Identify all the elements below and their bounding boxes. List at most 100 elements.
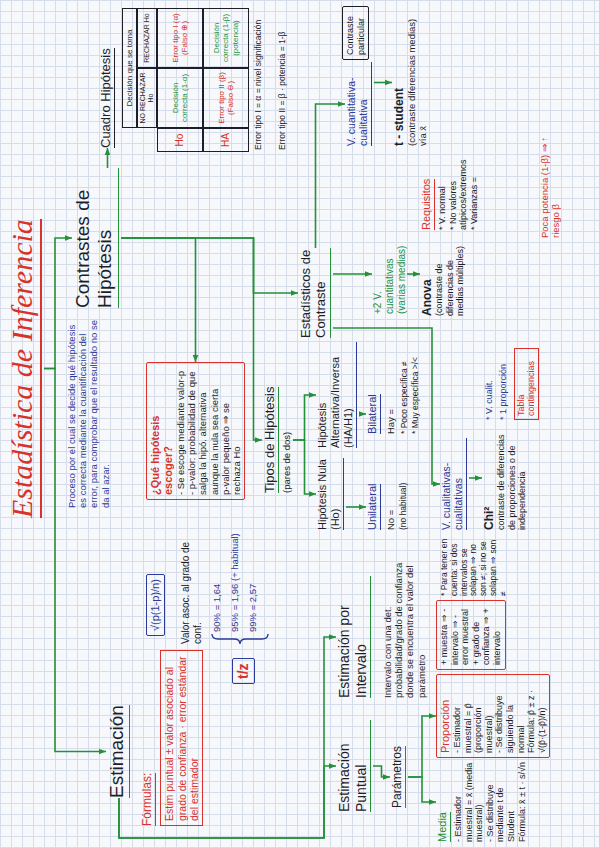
node-heading: Estimación Puntual <box>336 720 371 812</box>
node-heading: Proporción <box>439 679 452 753</box>
node-heading: Estimación <box>106 705 130 798</box>
table-cell: Error tipo II (β) (Falso ⊖) <box>203 68 249 128</box>
question-box: ¿Qué hipótesis escoger?- Se escoge media… <box>146 362 245 500</box>
node-text: + grado de confianza ⇒ + intervalo <box>471 605 503 665</box>
node-heading: Fórmulas: <box>140 773 156 826</box>
connector-arrow <box>119 637 336 838</box>
node-heading: Estadística de Inferencia <box>4 219 42 518</box>
note-label: Error tipo II = β · potencia = 1-β <box>278 32 288 150</box>
confidence-value: 90% = 1,64 <box>212 584 223 632</box>
note-label: * V. cualit. <box>484 380 494 420</box>
node-heading: Hipótesis Nula (Ho) <box>316 458 344 530</box>
node-text: p-valor pequeño ⇒ se rechaza Ho <box>220 367 242 495</box>
table-cell: NO RECHAZAR Ho <box>137 68 157 128</box>
formula-box: Fórmulas:Estim puntual ± valor asociado … <box>140 650 203 826</box>
test-node: Anova(contraste de diferencias de medias… <box>420 232 466 316</box>
table-cell: Ho <box>157 128 203 152</box>
node-text: * V. normal <box>437 150 448 230</box>
test-type: Unilateral <box>366 484 383 530</box>
note-label: No = <box>386 510 397 530</box>
node-heading: Proceso por el cual se decide qué hipóte… <box>66 316 111 508</box>
note-box: + muestra ⇒ - intervalo ⇒ - error muestr… <box>436 600 506 670</box>
connector-arrow <box>408 716 436 777</box>
node-heading: Contraste particular <box>345 11 366 55</box>
connector-arrow <box>293 440 316 494</box>
connector-arrow <box>119 766 336 838</box>
note-label: Hay = <box>386 409 397 434</box>
main-title: Estadística de Inferencia <box>4 219 44 518</box>
connector-arrow <box>346 506 366 508</box>
note-label: Tabla contingencias <box>514 348 539 420</box>
topic-heading: Estimación por Intervalo <box>336 576 373 698</box>
connector-arrow <box>333 328 440 484</box>
confidence-value: 95% = 1,96 (+ habitual) <box>230 533 241 632</box>
note-text: Valor asoc. al grado de conf. <box>180 532 204 644</box>
table-cell: Decisión correcta (1-α) <box>157 68 203 128</box>
note-box: Contraste particular <box>342 6 369 60</box>
table-cell: HA <box>203 128 249 152</box>
variable-type: +2 V. cuantitativas (varias medias) <box>372 234 407 314</box>
connector-arrow <box>121 238 298 293</box>
connector-arrow <box>359 413 366 415</box>
node-heading: Bilateral <box>366 394 381 434</box>
connector-arrow <box>121 238 196 362</box>
note-label: * Muy específica >/< <box>411 357 421 434</box>
node-text: Fórmula: p̂ ± z · √(p̂·(1-p̂)/n) <box>526 679 547 753</box>
variable-type: V. cualitativas-cualitativas <box>440 438 469 530</box>
node-text: - p-valor: probabilidad de que salga la … <box>186 367 220 495</box>
requirements-list: Requisitos* V. normal* No valores atípic… <box>420 150 479 230</box>
variable-type: V. cuantitativa-cualitativa <box>345 62 374 146</box>
node-heading: V. cualitativas-cualitativas <box>440 438 467 530</box>
node-heading: Hipótesis Alternativa/Inversa (HA/H1) <box>316 342 357 448</box>
brace <box>212 634 268 644</box>
node-heading: t - student <box>392 19 406 146</box>
connector-arrow <box>407 273 420 275</box>
node-text: - Se distribuye mediante t de Student <box>485 762 517 842</box>
node-text: - Estimador muestral = p̂ (proporción mu… <box>452 679 494 753</box>
connector-arrow <box>373 766 390 777</box>
node-text: - Se distribuye siguiendo la normal <box>494 679 526 753</box>
node-heading: Requisitos <box>420 179 435 230</box>
node-heading: Anova <box>420 232 434 316</box>
node-text: Estim puntual ± valor asociado al grado … <box>160 650 203 826</box>
formula-box: √(p(1-p)/n) <box>146 574 165 636</box>
table-heading: Cuadro Hipótesis <box>98 48 117 148</box>
node-heading: +2 V. cuantitativas (varias medias) <box>372 234 407 314</box>
node-text: contraste de diferencias de proporciones… <box>496 426 528 530</box>
node-heading: √(p(1-p)/n) <box>149 579 162 631</box>
note-label: Poca potencia (1-β) ⇒ ↑ riesgo β <box>540 118 562 238</box>
node-heading: Estimación por Intervalo <box>336 576 371 698</box>
node-text: Fórmula: x̄ ± t · s/√n <box>517 762 528 842</box>
topic-heading: Tipos de Hipótesis(pares de dos) <box>262 387 293 493</box>
table-cell: Error tipo I (α) (Falso ⊕) <box>157 8 203 68</box>
node-heading: Contrastes de Hipótesis <box>72 168 119 308</box>
node-text: (pares de dos) <box>281 387 292 493</box>
branch-heading: Contrastes de Hipótesis <box>72 168 121 308</box>
table-cell: Decisión correcta (1-β) (potencia) <box>203 8 249 68</box>
node-heading: t/z <box>235 663 252 679</box>
parameter-box: Media- Estimador muestral = x̄ (media mu… <box>436 762 527 842</box>
test-node: Chi²contraste de diferencias de proporci… <box>482 426 528 530</box>
node-heading: Tipos de Hipótesis <box>262 387 279 493</box>
hypothesis-node: Hipótesis Alternativa/Inversa (HA/H1) <box>316 342 359 448</box>
definition-text: Proceso por el cual se decide qué hipóte… <box>66 316 111 508</box>
note-label: * 1 proporción <box>498 364 508 420</box>
node-heading: Cuadro Hipótesis <box>98 48 115 148</box>
note-label: Error tipo I = α = nivel significación <box>254 20 264 150</box>
definition-text: Intervalo con una det. probabilidad/grad… <box>382 560 427 698</box>
test-type: Bilateral <box>366 394 383 434</box>
test-node: t - student(contraste diferencias medias… <box>392 19 429 146</box>
node-text: - Se escoge mediante valor-p <box>175 367 186 495</box>
node-heading: Estadísticos de Contraste <box>298 248 331 338</box>
node-heading: V. cuantitativa-cualitativa <box>345 62 372 146</box>
confidence-value: 99% = 2,57 <box>248 584 259 632</box>
table-cell: Decisión que se toma <box>122 8 137 128</box>
node-heading: Intervalo con una det. probabilidad/grad… <box>382 560 427 698</box>
node-text: vía x̄ <box>417 19 428 146</box>
parameter-box: Proporción- Estimador muestral = p̂ (pro… <box>436 674 550 758</box>
connector-arrow <box>333 273 372 275</box>
note-label: * Para tener en cuenta: si dos intervalo… <box>440 534 508 596</box>
note-label: (no habitual) <box>399 483 409 530</box>
connector-arrow <box>408 777 436 802</box>
